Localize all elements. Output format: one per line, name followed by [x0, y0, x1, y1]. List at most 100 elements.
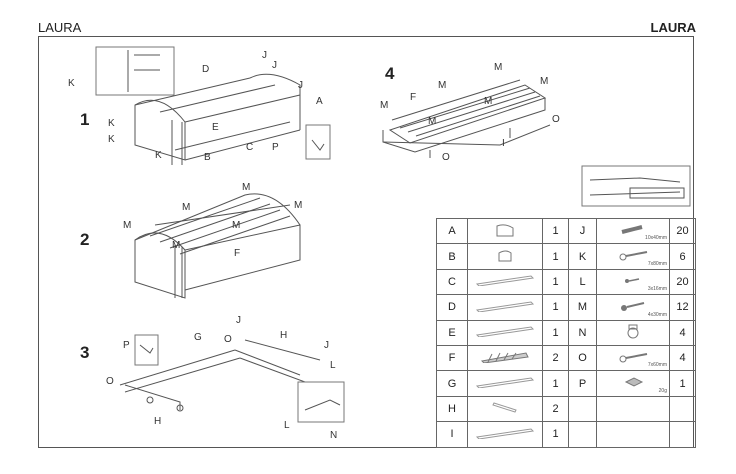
callout-j: J [324, 340, 329, 351]
part-letter: E [436, 319, 468, 346]
part-letter: A [436, 217, 468, 245]
part-quantity: 1 [542, 294, 569, 321]
callout-c: C [246, 142, 253, 153]
assembled-bed-preview [581, 165, 691, 207]
hardware-size: 7x80mm [647, 260, 667, 267]
callout-p: P [272, 142, 279, 153]
callout-o: O [552, 114, 560, 125]
callout-k: K [155, 150, 162, 161]
part-letter: H [436, 395, 468, 423]
callout-k: K [108, 134, 115, 145]
part-image [467, 294, 543, 321]
hardware-letter: O [568, 344, 597, 372]
callout-j: J [236, 315, 241, 326]
step3-callouts: P G J H O J O H L L N [106, 315, 337, 441]
callout-m: M [484, 96, 492, 107]
hardware-image: 3x16mm [596, 268, 670, 296]
part-letter: I [436, 421, 468, 448]
screw-icon [618, 301, 648, 315]
small-screw-icon [623, 276, 643, 288]
part-quantity: 1 [542, 370, 569, 397]
dowel-icon [618, 224, 648, 239]
step1-bed-frame-drawing [95, 46, 331, 165]
empty-cell [596, 421, 670, 448]
part-quantity: 1 [542, 268, 569, 296]
callout-g: G [194, 332, 202, 343]
hardware-quantity: 4 [669, 344, 696, 372]
long-rail-icon [475, 275, 535, 289]
callout-j: J [272, 60, 277, 71]
hardware-letter: K [568, 243, 597, 270]
callout-m: M [494, 62, 502, 73]
header-title-left: LAURA [38, 20, 82, 35]
step1-callouts: K J D J J A K E K C B P K [68, 50, 323, 163]
part-letter: D [436, 294, 468, 321]
callout-o: O [224, 334, 232, 345]
hardware-image: 7x80mm [596, 243, 670, 270]
callout-e: E [212, 122, 219, 133]
part-image [467, 319, 543, 346]
step2-callouts: M M M M M M F [123, 182, 302, 259]
hardware-quantity: 12 [669, 294, 696, 321]
header-title-right: LAURA [650, 20, 697, 35]
part-letter: G [436, 370, 468, 397]
hardware-quantity: 4 [669, 319, 696, 346]
hardware-letter: N [568, 319, 597, 346]
headboard-panel-icon [494, 224, 516, 241]
callout-f: F [410, 92, 416, 103]
hardware-size: 4x30mm [647, 311, 667, 318]
part-image [467, 243, 543, 270]
part-image [467, 421, 543, 448]
hardware-letter: J [568, 217, 597, 245]
hardware-image: 10x40mm [596, 217, 670, 245]
hardware-quantity: 20 [669, 268, 696, 296]
empty-cell [568, 421, 597, 448]
long-rail-icon [475, 377, 535, 391]
hardware-letter: M [568, 294, 597, 321]
callout-d: D [202, 64, 209, 75]
part-quantity: 1 [542, 243, 569, 270]
callout-h: H [154, 416, 161, 427]
hardware-image: 7x60mm [596, 344, 670, 372]
callout-f: F [234, 248, 240, 259]
part-quantity: 2 [542, 395, 569, 423]
hardware-letter: L [568, 268, 597, 296]
hardware-quantity: 6 [669, 243, 696, 270]
callout-o: O [442, 152, 450, 163]
hardware-image [596, 319, 670, 346]
long-rail-icon [475, 301, 535, 315]
callout-m: M [242, 182, 250, 193]
callout-l: L [330, 360, 336, 371]
hardware-quantity: 20 [669, 217, 696, 245]
long-rail-icon [475, 428, 535, 442]
slat-frame-icon [480, 352, 530, 366]
callout-j: J [262, 50, 267, 61]
short-rail-icon [490, 402, 520, 416]
hardware-quantity: 1 [669, 370, 696, 397]
hardware-size: 7x60mm [647, 362, 667, 369]
part-quantity: 1 [542, 421, 569, 448]
callout-m: M [123, 220, 131, 231]
bolt-icon [615, 251, 651, 264]
hardware-size: 20g [658, 387, 667, 394]
empty-cell [568, 395, 597, 423]
part-image [467, 370, 543, 397]
step3-drawer-frame-drawing [119, 334, 345, 423]
hardware-image: 4x30mm [596, 294, 670, 321]
part-quantity: 1 [542, 319, 569, 346]
callout-h: H [280, 330, 287, 341]
caster-wheel-icon [623, 324, 643, 342]
bolt-icon [615, 352, 651, 366]
callout-m: M [428, 116, 436, 127]
part-quantity: 1 [542, 217, 569, 245]
callout-k: K [68, 78, 75, 89]
side-panel-icon [494, 250, 516, 266]
